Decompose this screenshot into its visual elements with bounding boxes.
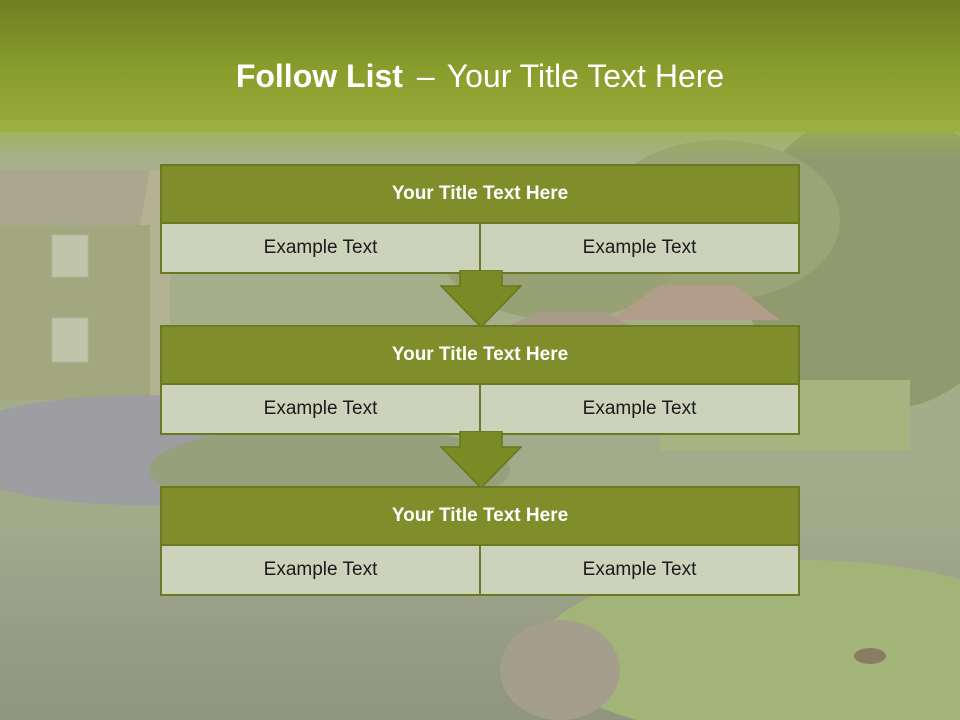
- step-box-2: Your Title Text Here Example Text Exampl…: [160, 325, 800, 435]
- step-heading: Your Title Text Here: [162, 327, 798, 385]
- step-cell-left: Example Text: [162, 546, 479, 594]
- step-cell-left: Example Text: [162, 385, 479, 433]
- slide-title-separator: –: [416, 58, 435, 94]
- step-cell-left: Example Text: [162, 224, 479, 272]
- slide-title: Follow List–Your Title Text Here: [0, 52, 960, 100]
- slide-header-band: [0, 0, 960, 132]
- step-heading: Your Title Text Here: [162, 166, 798, 224]
- step-box-1: Your Title Text Here Example Text Exampl…: [160, 164, 800, 274]
- step-row: Example Text Example Text: [162, 224, 798, 272]
- step-cell-right: Example Text: [479, 385, 798, 433]
- step-box-3: Your Title Text Here Example Text Exampl…: [160, 486, 800, 596]
- step-row: Example Text Example Text: [162, 385, 798, 433]
- slide-title-bold: Follow List: [235, 58, 403, 94]
- down-arrow-icon: [440, 431, 522, 489]
- header-fade: [0, 120, 960, 160]
- step-heading: Your Title Text Here: [162, 488, 798, 546]
- down-arrow-icon: [440, 270, 522, 328]
- step-row: Example Text Example Text: [162, 546, 798, 594]
- slide-title-rest: Your Title Text Here: [446, 58, 725, 94]
- step-cell-right: Example Text: [479, 546, 798, 594]
- step-cell-right: Example Text: [479, 224, 798, 272]
